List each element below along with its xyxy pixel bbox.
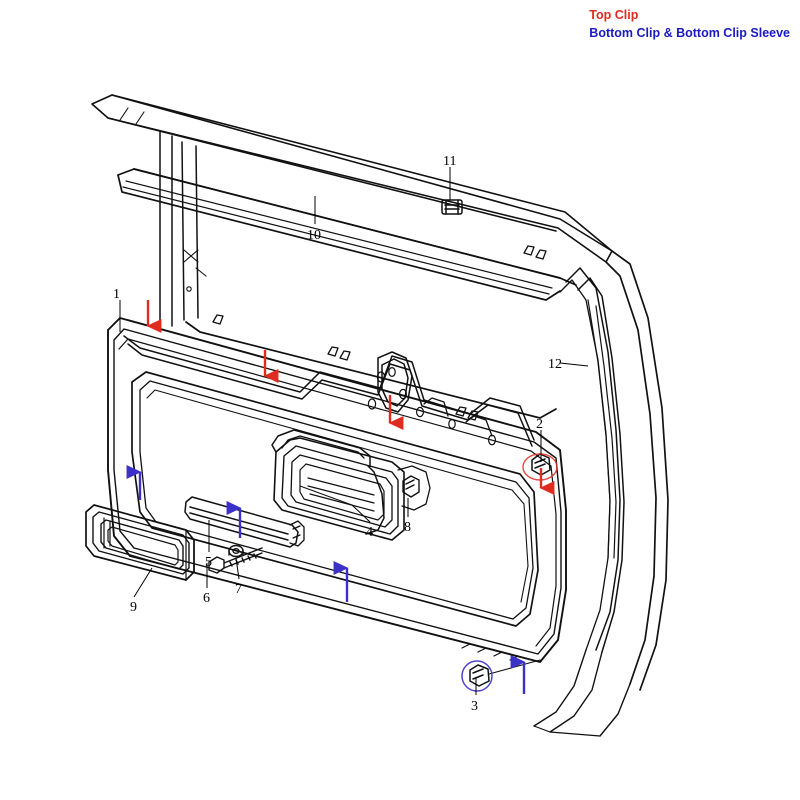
callout-4: 4: [366, 525, 373, 540]
callout-11: 11: [443, 154, 457, 169]
callout-2: 2: [536, 417, 543, 432]
leader-12: [559, 362, 589, 367]
callout-6: 6: [203, 591, 210, 606]
legend-top-clip: Top Clip: [589, 8, 639, 22]
blue-arrow-group: [126, 465, 526, 694]
callout-1: 1: [113, 287, 120, 302]
callout-12: 12: [548, 357, 562, 372]
callout-9: 9: [130, 600, 137, 615]
legend-block: Top Clip Bottom Clip & Bottom Clip Sleev…: [589, 6, 790, 42]
leader-4: [351, 504, 371, 523]
callout-8: 8: [404, 520, 411, 535]
callout-7: 7: [235, 582, 242, 597]
red-arrow-group: [146, 300, 555, 495]
legend-bottom-clip: Bottom Clip & Bottom Clip Sleeve: [589, 26, 790, 41]
leader-9: [133, 567, 153, 598]
callout-leader-lines: [119, 167, 589, 695]
highlight-circle-item3: [461, 660, 493, 692]
callout-5: 5: [205, 555, 212, 570]
callout-3: 3: [471, 699, 478, 714]
leader-7: [235, 557, 240, 580]
callout-10: 10: [307, 228, 321, 243]
